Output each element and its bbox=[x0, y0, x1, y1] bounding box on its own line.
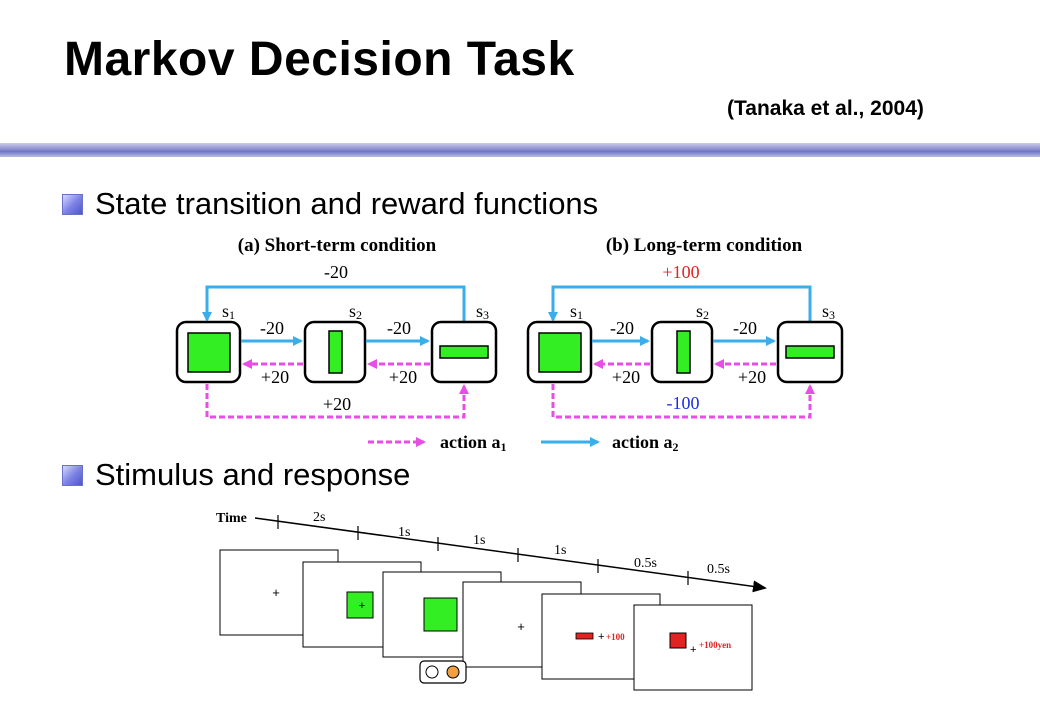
panel-a-a2-s1-s2-label: -20 bbox=[260, 318, 284, 338]
duration-label: 0.5s bbox=[634, 556, 657, 571]
duration-label: 0.5s bbox=[707, 562, 730, 577]
citation: (Tanaka et al., 2004) bbox=[727, 97, 924, 120]
fixation-cross-icon: + bbox=[359, 600, 365, 612]
stimulus-vertical-bar bbox=[676, 330, 691, 374]
title-divider bbox=[0, 143, 1040, 157]
stimulus-vertical-bar bbox=[328, 330, 343, 374]
panel-b-a1-s2-s1-label: +20 bbox=[612, 367, 640, 387]
panel-b-a2-s1-s2-label: -20 bbox=[610, 318, 634, 338]
duration-label: 2s bbox=[313, 510, 325, 525]
duration-label: 1s bbox=[554, 543, 566, 558]
state-label-s2: s2 bbox=[349, 301, 362, 322]
panel-a-title: (a) Short-term condition bbox=[238, 235, 437, 256]
bullet-square-icon bbox=[62, 464, 83, 486]
panel-a-a1-s2-s1-label: +20 bbox=[261, 367, 289, 387]
state-label-s3: s3 bbox=[822, 301, 835, 322]
panel-b-a1-s3-s2-label: +20 bbox=[738, 367, 766, 387]
panel-b-top-loop-arrow bbox=[548, 285, 812, 322]
state-label-s2: s2 bbox=[696, 301, 709, 322]
timeline-axis-label: Time bbox=[216, 511, 247, 526]
fixation-cross-icon: + bbox=[690, 644, 696, 656]
panel-b-bottom-loop-label: -100 bbox=[667, 393, 700, 413]
stimulus-square bbox=[346, 591, 374, 619]
panel-a-bottom-loop-label: +20 bbox=[323, 394, 351, 414]
panel-a-top-loop-arrow bbox=[202, 285, 466, 322]
time-axis bbox=[254, 517, 767, 593]
legend-a1-label: action a1 bbox=[440, 432, 507, 454]
panel-b-title: (b) Long-term condition bbox=[606, 235, 803, 256]
reward-bar bbox=[575, 632, 594, 640]
fixation-cross-icon: + bbox=[598, 631, 604, 643]
action-legend: action a1 action a2 bbox=[368, 432, 679, 454]
trial-timeline: Time 2s 1s 1s 1s 0.5s 0.5s + + + + +100 … bbox=[216, 510, 767, 691]
bullet-transition: State transition and reward functions bbox=[62, 186, 598, 222]
bullet-stimulus: Stimulus and response bbox=[62, 457, 410, 493]
reward-text: +100yen bbox=[699, 640, 731, 650]
right-button-pressed-icon bbox=[446, 665, 460, 679]
panel-a-a2-s2-s3-label: -20 bbox=[387, 318, 411, 338]
bullet-square-icon bbox=[62, 193, 83, 215]
left-button-icon bbox=[425, 665, 439, 679]
stimulus-square bbox=[187, 332, 231, 373]
duration-label: 1s bbox=[473, 533, 485, 548]
panel-b-long-term: (b) Long-term condition +100 s1 s2 s3 -2… bbox=[526, 235, 844, 419]
slide-title: Markov Decision Task bbox=[64, 33, 575, 86]
legend-a2-label: action a2 bbox=[612, 432, 679, 454]
bullet-text: State transition and reward functions bbox=[95, 186, 599, 221]
panel-b-a2-s2-s3-label: -20 bbox=[733, 318, 757, 338]
fixation-cross-icon: + bbox=[272, 585, 280, 600]
panel-a-a1-s3-s2-label: +20 bbox=[389, 367, 417, 387]
stimulus-frame-outcome bbox=[633, 604, 753, 691]
duration-label: 1s bbox=[398, 525, 410, 540]
panel-b-top-loop-label: +100 bbox=[662, 262, 699, 282]
state-label-s3: s3 bbox=[476, 301, 489, 322]
stimulus-square bbox=[538, 332, 582, 373]
stimulus-square bbox=[423, 597, 458, 632]
bullet-text: Stimulus and response bbox=[95, 457, 411, 492]
reward-square bbox=[669, 632, 687, 649]
reward-text: +100 bbox=[606, 632, 625, 642]
stimulus-horizontal-bar bbox=[785, 345, 835, 359]
fixation-cross-icon: + bbox=[517, 619, 525, 634]
stimulus-horizontal-bar bbox=[439, 345, 489, 359]
panel-a-short-term: (a) Short-term condition -20 s1 s2 s3 -2… bbox=[175, 235, 498, 419]
state-label-s1: s1 bbox=[570, 301, 583, 322]
state-label-s1: s1 bbox=[222, 301, 235, 322]
panel-a-top-loop-label: -20 bbox=[324, 262, 348, 282]
